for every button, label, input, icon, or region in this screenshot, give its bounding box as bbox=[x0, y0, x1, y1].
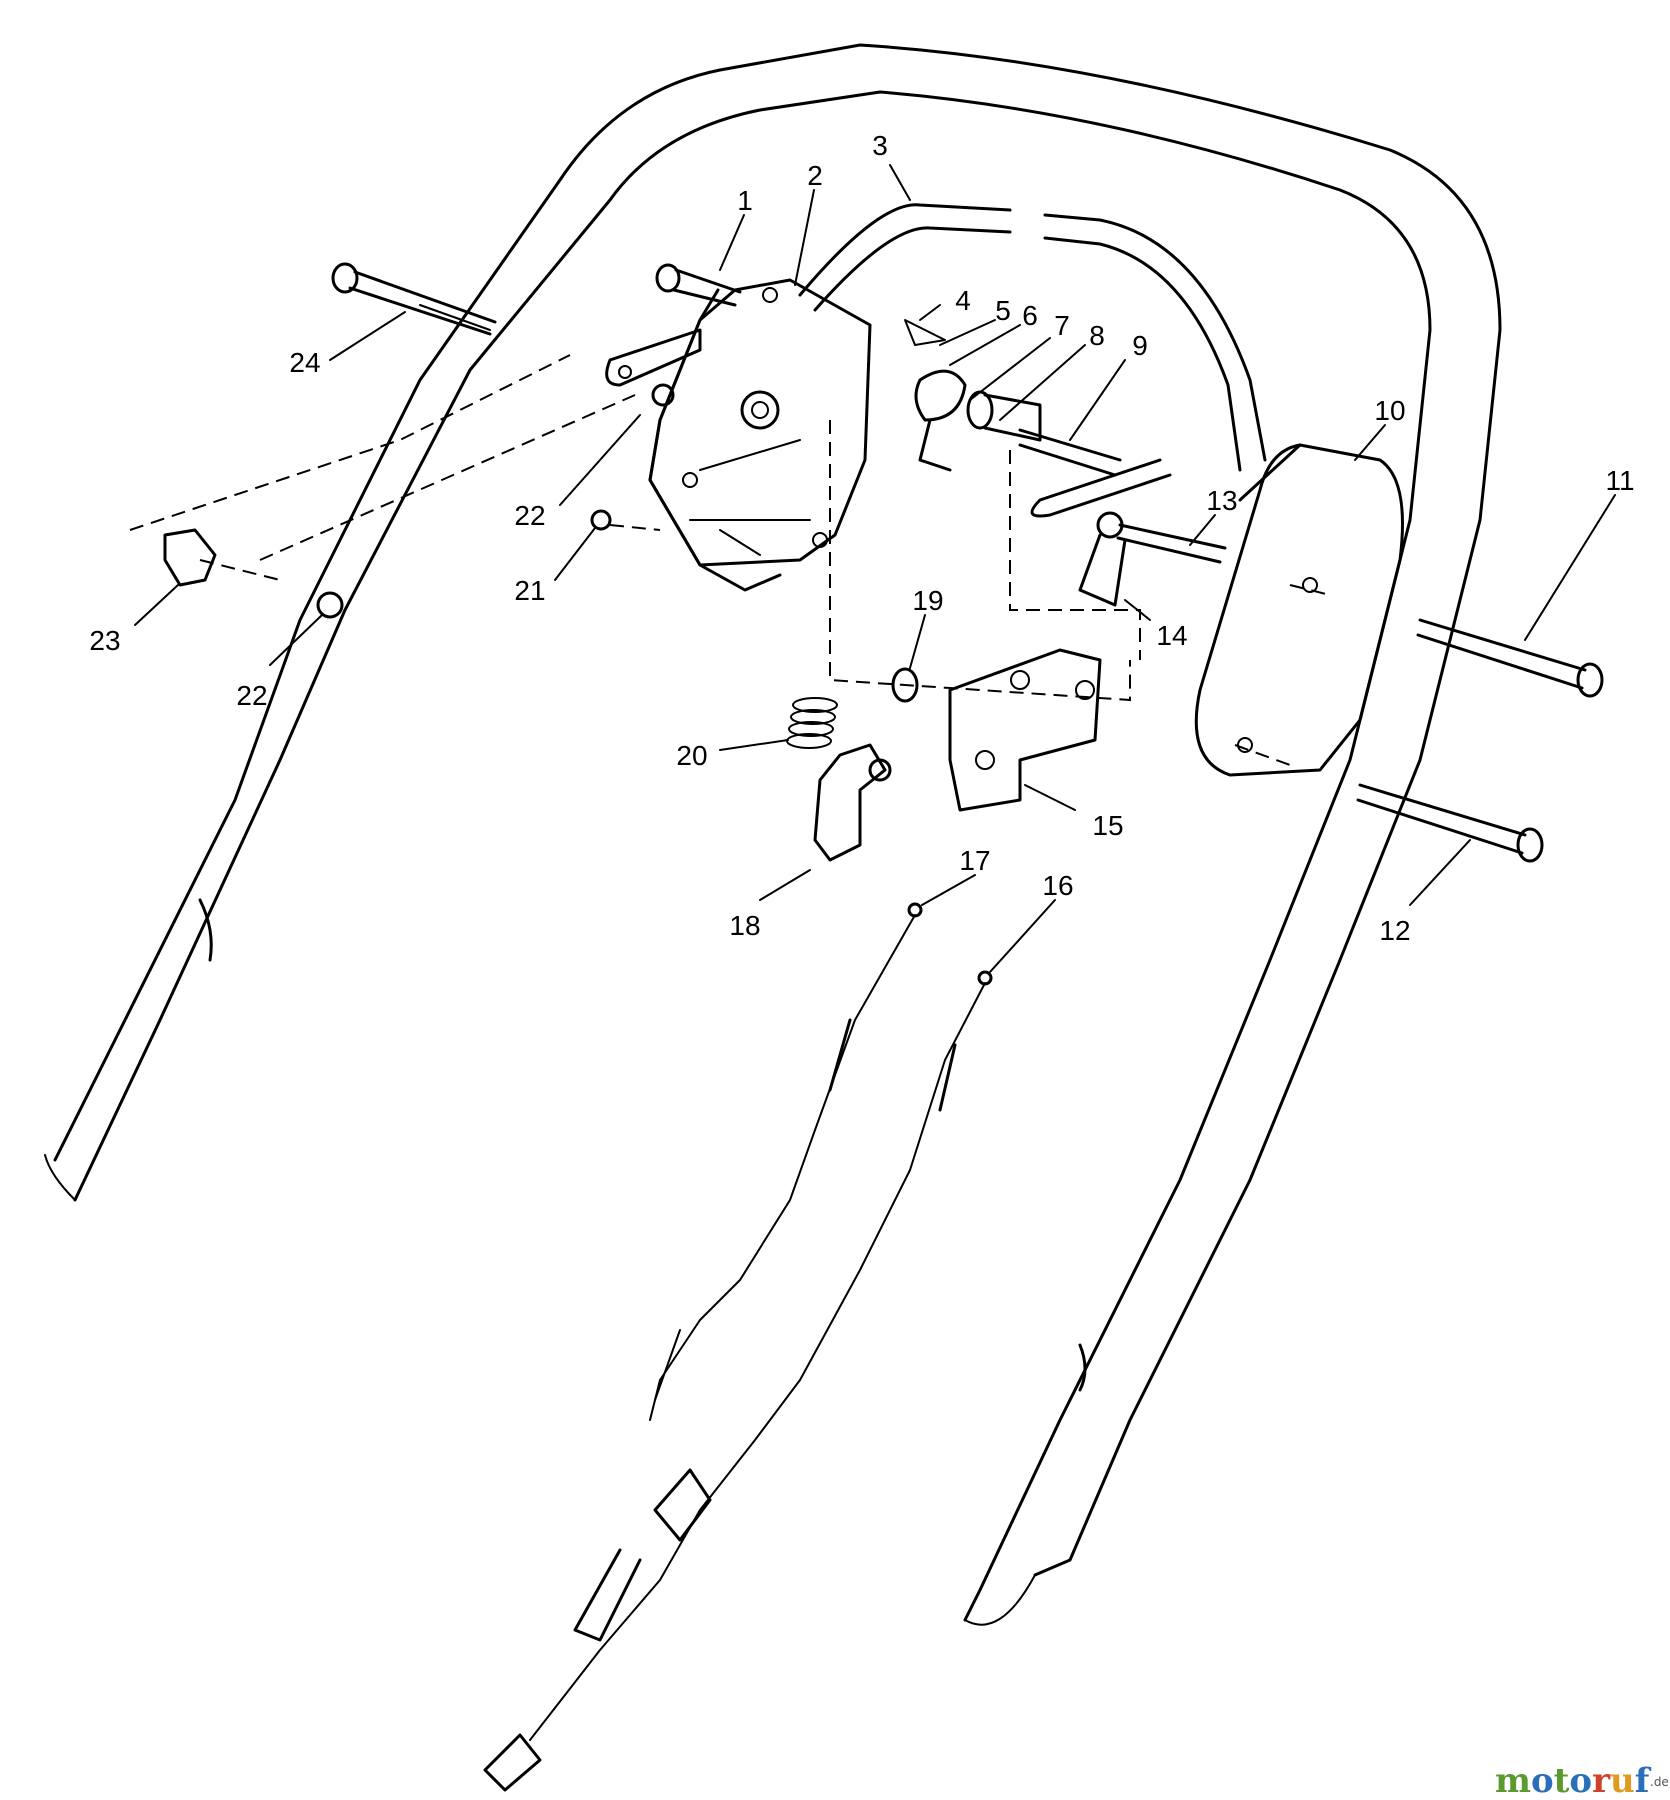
rod-9 bbox=[1018, 428, 1122, 477]
lever-plate bbox=[605, 328, 702, 387]
label-15: 15 bbox=[1092, 810, 1123, 841]
label-23: 23 bbox=[89, 625, 120, 656]
label-22-lower: 22 bbox=[236, 680, 267, 711]
bolt-24 bbox=[331, 262, 497, 336]
cable-16 bbox=[483, 970, 993, 1792]
control-housing bbox=[648, 278, 872, 592]
label-1: 1 bbox=[737, 185, 753, 216]
bracket-15 bbox=[948, 648, 1102, 812]
cable-17 bbox=[649, 902, 923, 1421]
svg-text:motoruf: motoruf bbox=[1495, 1761, 1652, 1800]
label-10: 10 bbox=[1374, 395, 1405, 426]
label-6: 6 bbox=[1022, 300, 1038, 331]
label-16: 16 bbox=[1042, 870, 1073, 901]
label-13: 13 bbox=[1206, 485, 1237, 516]
label-8: 8 bbox=[1089, 320, 1105, 351]
label-24: 24 bbox=[289, 347, 320, 378]
label-7: 7 bbox=[1054, 310, 1070, 341]
small-parts-left bbox=[163, 383, 675, 619]
cover-10 bbox=[1194, 443, 1404, 777]
bolt-11 bbox=[1416, 618, 1604, 698]
label-18: 18 bbox=[729, 910, 760, 941]
label-22-upper: 22 bbox=[514, 500, 545, 531]
trigger-18 bbox=[813, 743, 892, 862]
watermark-logo: motoruf .de bbox=[1495, 1761, 1669, 1800]
spring-20 bbox=[786, 697, 838, 749]
label-12: 12 bbox=[1379, 915, 1410, 946]
label-20: 20 bbox=[676, 740, 707, 771]
svg-text:.de: .de bbox=[1650, 1775, 1669, 1789]
bolt-1 bbox=[655, 263, 742, 307]
small-hardware bbox=[904, 319, 1042, 472]
bail-wire bbox=[798, 203, 1267, 518]
label-3: 3 bbox=[872, 130, 888, 161]
washer-19 bbox=[891, 667, 919, 703]
bolt-12 bbox=[1356, 783, 1544, 863]
label-5: 5 bbox=[995, 295, 1011, 326]
label-2: 2 bbox=[807, 160, 823, 191]
label-9: 9 bbox=[1132, 330, 1148, 361]
label-11: 11 bbox=[1605, 465, 1634, 496]
label-21: 21 bbox=[514, 575, 545, 606]
label-17: 17 bbox=[959, 845, 990, 876]
assembly-guides bbox=[129, 354, 1331, 766]
part-labels: 1 2 3 4 5 6 7 8 9 10 11 12 13 14 15 16 1… bbox=[89, 130, 1635, 973]
label-19: 19 bbox=[912, 585, 943, 616]
handle-frame bbox=[44, 43, 1502, 1626]
label-14: 14 bbox=[1156, 620, 1187, 651]
lever-14 bbox=[1078, 511, 1227, 607]
label-4: 4 bbox=[955, 285, 971, 316]
